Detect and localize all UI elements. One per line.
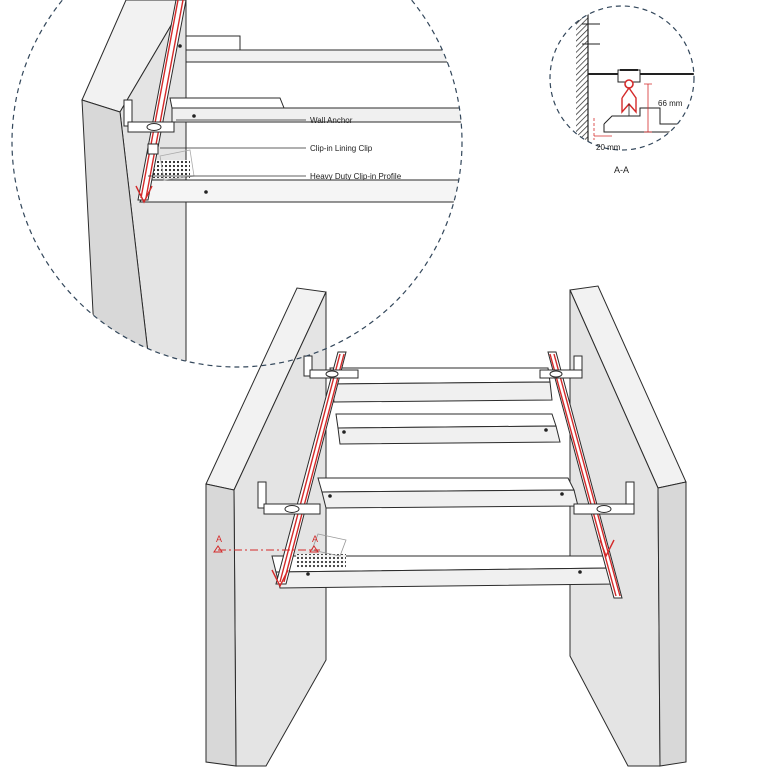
wall-anchor-back-right xyxy=(539,355,583,379)
detail-circle-outline xyxy=(11,0,463,368)
section-title: A-A xyxy=(614,165,629,175)
section-circle-outline xyxy=(549,5,695,151)
callout-heavy-duty-profile: Heavy Duty Clip-in Profile xyxy=(310,172,402,181)
ceiling-panel-3 xyxy=(317,477,579,509)
right-clip-in-profile xyxy=(547,351,623,599)
wall-anchor-front-right xyxy=(573,481,635,515)
section-height-dimension: 66 mm xyxy=(658,99,683,108)
ceiling-panel-1 xyxy=(329,367,553,403)
wall-anchor-back-left xyxy=(303,355,359,379)
detail-magnifier: Wall Anchor Clip-in Lining Clip Heavy Du… xyxy=(11,0,463,368)
right-wall xyxy=(569,285,687,767)
main-isometric-view: A A xyxy=(205,285,687,767)
section-line-a-a: A A xyxy=(213,534,320,553)
left-wall xyxy=(205,287,327,767)
ceiling-panel-2 xyxy=(335,413,561,445)
section-a-a-view: 66 mm 20 mm A-A xyxy=(549,5,695,175)
section-marker-left: A xyxy=(216,534,222,544)
section-offset-dimension: 20 mm xyxy=(596,143,621,152)
section-marker-right: A xyxy=(312,534,318,544)
left-clip-in-profile xyxy=(271,351,347,588)
callout-wall-anchor: Wall Anchor xyxy=(310,116,353,125)
callout-lining-clip: Clip-in Lining Clip xyxy=(310,144,373,153)
wall-anchor-front-left xyxy=(257,481,321,515)
